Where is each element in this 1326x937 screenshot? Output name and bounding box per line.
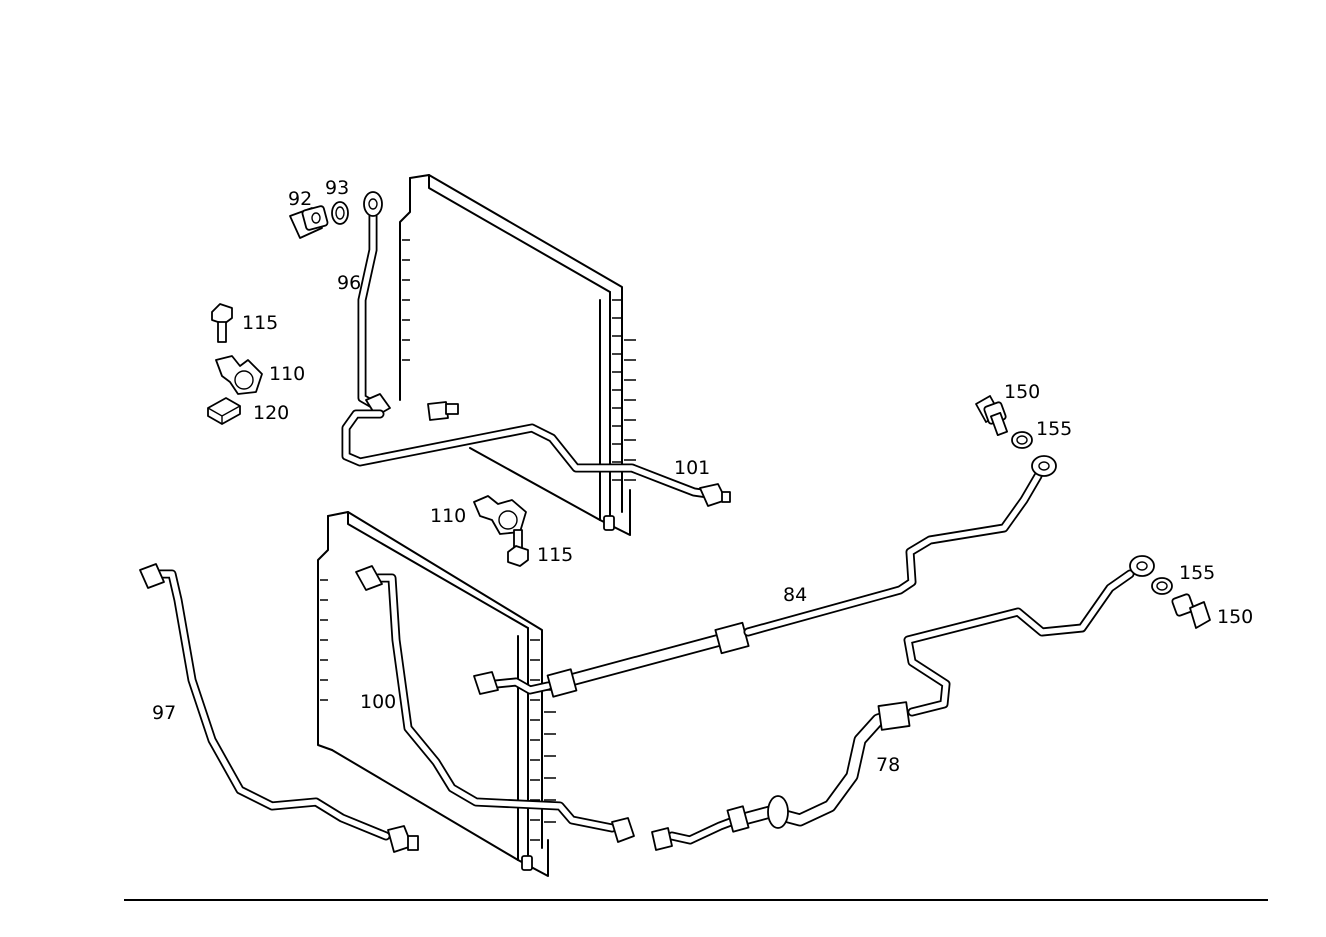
seal-ring-155-lower — [1151, 577, 1173, 595]
callout-150-lower: 150 — [1217, 606, 1253, 628]
callout-110-lower: 110 — [430, 505, 466, 527]
nut-120 — [207, 397, 241, 425]
pipe-101 — [341, 401, 731, 507]
callout-100: 100 — [360, 691, 396, 713]
pipe-97 — [139, 563, 419, 853]
callout-120: 120 — [253, 402, 289, 424]
callout-78: 78 — [876, 754, 900, 776]
callout-155-lower: 155 — [1179, 562, 1215, 584]
callout-84: 84 — [783, 584, 807, 606]
callout-155-upper: 155 — [1036, 418, 1072, 440]
callout-115-upper: 115 — [242, 312, 278, 334]
callout-150-upper: 150 — [1004, 381, 1040, 403]
clamp-110-lower — [473, 495, 527, 535]
callout-96: 96 — [337, 272, 361, 294]
banjo-bolt-150-lower — [1171, 593, 1211, 629]
callout-110-upper: 110 — [269, 363, 305, 385]
clamp-110-upper — [215, 355, 263, 395]
upper-oil-cooler — [399, 174, 636, 536]
seal-ring-155-upper — [1011, 431, 1033, 449]
pipe-96 — [357, 191, 391, 417]
hose-84 — [473, 455, 1057, 698]
pipe-100 — [355, 565, 635, 843]
callout-93: 93 — [325, 177, 349, 199]
seal-ring-93 — [331, 201, 349, 225]
callout-115-lower: 115 — [537, 544, 573, 566]
callout-101: 101 — [674, 457, 710, 479]
bolt-115-upper — [211, 303, 233, 343]
banjo-bolt-92 — [289, 205, 329, 239]
hose-78 — [651, 555, 1155, 851]
banjo-bolt-150-upper — [975, 395, 1009, 437]
bolt-115-lower — [507, 529, 529, 567]
callout-97: 97 — [152, 702, 176, 724]
callout-92: 92 — [288, 188, 312, 210]
